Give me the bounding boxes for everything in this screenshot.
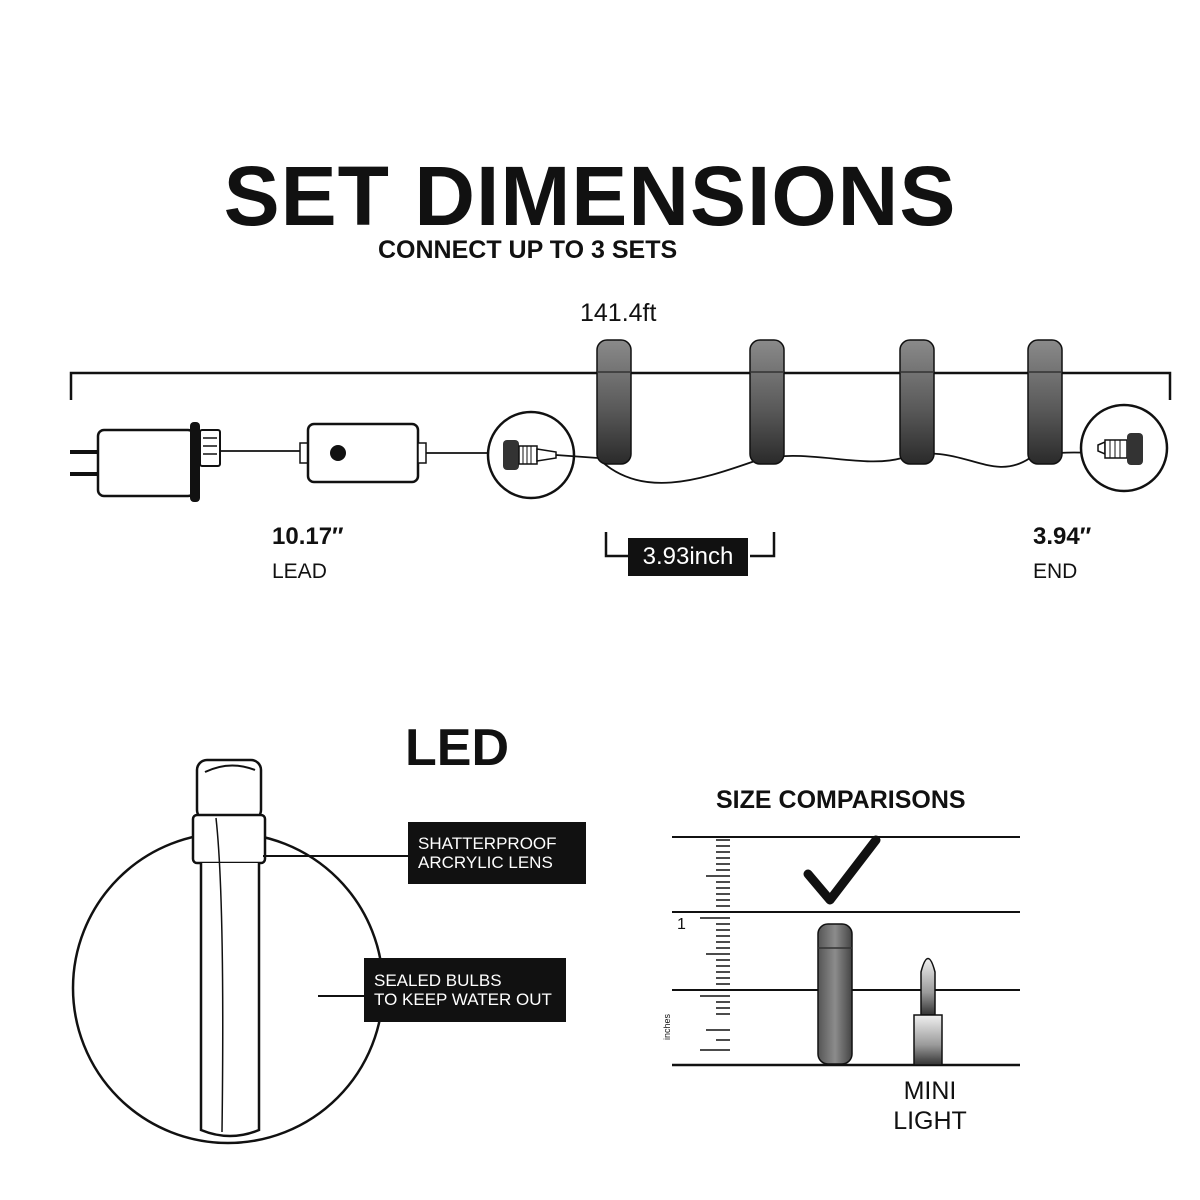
led-closeup [71, 758, 408, 1145]
bulb-icon [749, 339, 785, 465]
lead-length-value: 10.17″ [272, 523, 344, 550]
mini-light-label: MINI LIGHT [880, 1076, 980, 1136]
light-wire [597, 451, 1096, 484]
size-comparisons-heading: SIZE COMPARISONS [716, 786, 966, 814]
bulb-spacing-badge: 3.93inch [628, 538, 748, 576]
spacing-bracket [604, 532, 776, 558]
end-connector-icon [1079, 403, 1169, 493]
size-comparison-panel [672, 835, 1020, 1067]
check-mark-icon [803, 835, 881, 905]
sealed-callout-line-1: SEALED BULBS [374, 971, 502, 990]
mini-light-label-line-2: LIGHT [893, 1107, 967, 1135]
end-length-label: END [1033, 560, 1078, 583]
lens-callout: SHATTERPROOF ARCRYLIC LENS [408, 822, 586, 884]
bulb-icon [1027, 339, 1063, 465]
mini-light-label-line-1: MINI [903, 1077, 957, 1105]
bulb-icon [899, 339, 935, 465]
lead-length-label: LEAD [272, 560, 327, 583]
end-length-value: 3.94″ [1033, 523, 1092, 550]
lens-callout-line-1: SHATTERPROOF [418, 834, 557, 853]
lead-connector-icon [486, 410, 576, 500]
page-subtitle: CONNECT UP TO 3 SETS [378, 236, 678, 264]
total-length-label: 141.4ft [580, 299, 657, 327]
led-heading: LED [405, 719, 509, 777]
sealed-callout: SEALED BULBS TO KEEP WATER OUT [364, 958, 566, 1022]
string-bulbs [596, 339, 1063, 465]
led-bulb-icon [817, 923, 853, 1065]
mini-bulb-icon [913, 957, 943, 1066]
ruler-unit: inches [662, 1013, 672, 1040]
sealed-callout-line-2: TO KEEP WATER OUT [374, 990, 552, 1009]
page-title: SET DIMENSIONS [223, 149, 957, 243]
bulb-icon [596, 339, 632, 465]
lens-callout-line-2: ARCRYLIC LENS [418, 853, 553, 872]
ruler-number: 1 [677, 916, 686, 933]
controller-box-icon [299, 422, 427, 484]
power-plug-icon [70, 422, 221, 502]
ruler-icon [700, 839, 730, 1051]
